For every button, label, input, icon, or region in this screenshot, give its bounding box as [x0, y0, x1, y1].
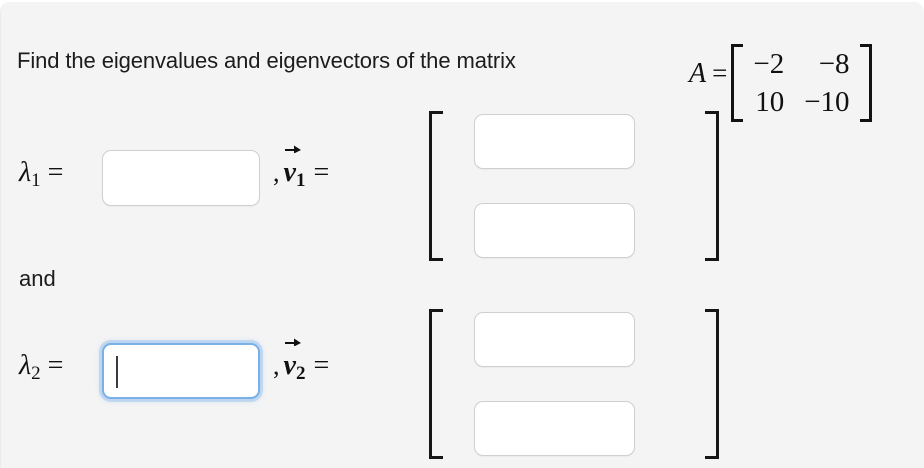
eigenvalue-label-1: λ1 =: [19, 156, 63, 192]
prompt-text: Find the eigenvalues and eigenvectors of…: [17, 48, 516, 73]
vector-left-bracket-1: [429, 111, 443, 261]
vector-left-bracket-2: [429, 309, 443, 459]
eigenvector-label-1: , v1 =: [273, 145, 330, 192]
vector-symbol-2: v: [283, 338, 301, 382]
eigenvalue-input-1[interactable]: [102, 150, 260, 206]
comma-separator-2: ,: [273, 351, 280, 380]
eigenvector-component-input-1-2[interactable]: [474, 203, 635, 258]
separator-and: and: [19, 266, 56, 291]
matrix-values: −2 −8 10 −10: [743, 45, 859, 121]
lambda-subscript-2: 2: [31, 363, 41, 384]
vector-arrow-icon: [284, 338, 301, 346]
lambda-subscript-1: 1: [31, 170, 41, 191]
lambda-equals-2: =: [47, 350, 64, 381]
eigenvector-group-1: [429, 111, 719, 261]
eigenvector-group-2: [429, 309, 719, 459]
matrix-cell: −8: [818, 48, 850, 80]
lambda-symbol-2: λ: [19, 350, 32, 381]
eigenvector-component-input-2-2[interactable]: [474, 401, 635, 456]
text-cursor: [116, 356, 118, 388]
comma-separator-1: ,: [273, 158, 280, 187]
matrix-symbol-a: A: [689, 58, 707, 90]
vector-right-bracket-1: [705, 111, 719, 261]
eigenvalue-label-2: λ2 =: [19, 349, 63, 385]
lambda-symbol-1: λ: [19, 157, 32, 188]
matrix-left-bracket: [731, 44, 744, 122]
matrix-cell: 10: [755, 86, 785, 118]
eigenvalue-input-2[interactable]: [102, 343, 260, 399]
matrix-equation: A= −2 −8 10 −10: [689, 44, 872, 122]
vector-subscript-2: 2: [295, 363, 306, 384]
lambda-equals-1: =: [47, 157, 64, 188]
vector-equals-1: =: [313, 157, 330, 188]
matrix-cell: −10: [804, 86, 850, 118]
problem-statement: Find the eigenvalues and eigenvectors of…: [17, 24, 917, 122]
vector-symbol-1: v: [283, 145, 301, 189]
eigenvector-component-input-1-1[interactable]: [474, 114, 635, 169]
vector-letter-1: v: [283, 157, 296, 188]
eigenvector-component-input-2-1[interactable]: [474, 312, 635, 367]
eigenvector-label-2: , v2 =: [273, 338, 330, 385]
vector-arrow-icon: [284, 145, 301, 153]
matrix-row: −2 −8: [743, 45, 859, 83]
matrix-right-bracket: [859, 44, 872, 122]
eigen-pair-row-1: λ1= , v1=: [1, 110, 924, 272]
eigen-pair-row-2: λ2= , v2=: [1, 300, 924, 468]
matrix-row: 10 −10: [743, 83, 859, 121]
vector-letter-2: v: [283, 350, 296, 381]
matrix-equals-sign: =: [712, 58, 728, 89]
vector-subscript-1: 1: [295, 170, 306, 191]
vector-equals-2: =: [313, 350, 330, 381]
matrix-cell: −2: [753, 48, 785, 80]
vector-right-bracket-2: [705, 309, 719, 459]
